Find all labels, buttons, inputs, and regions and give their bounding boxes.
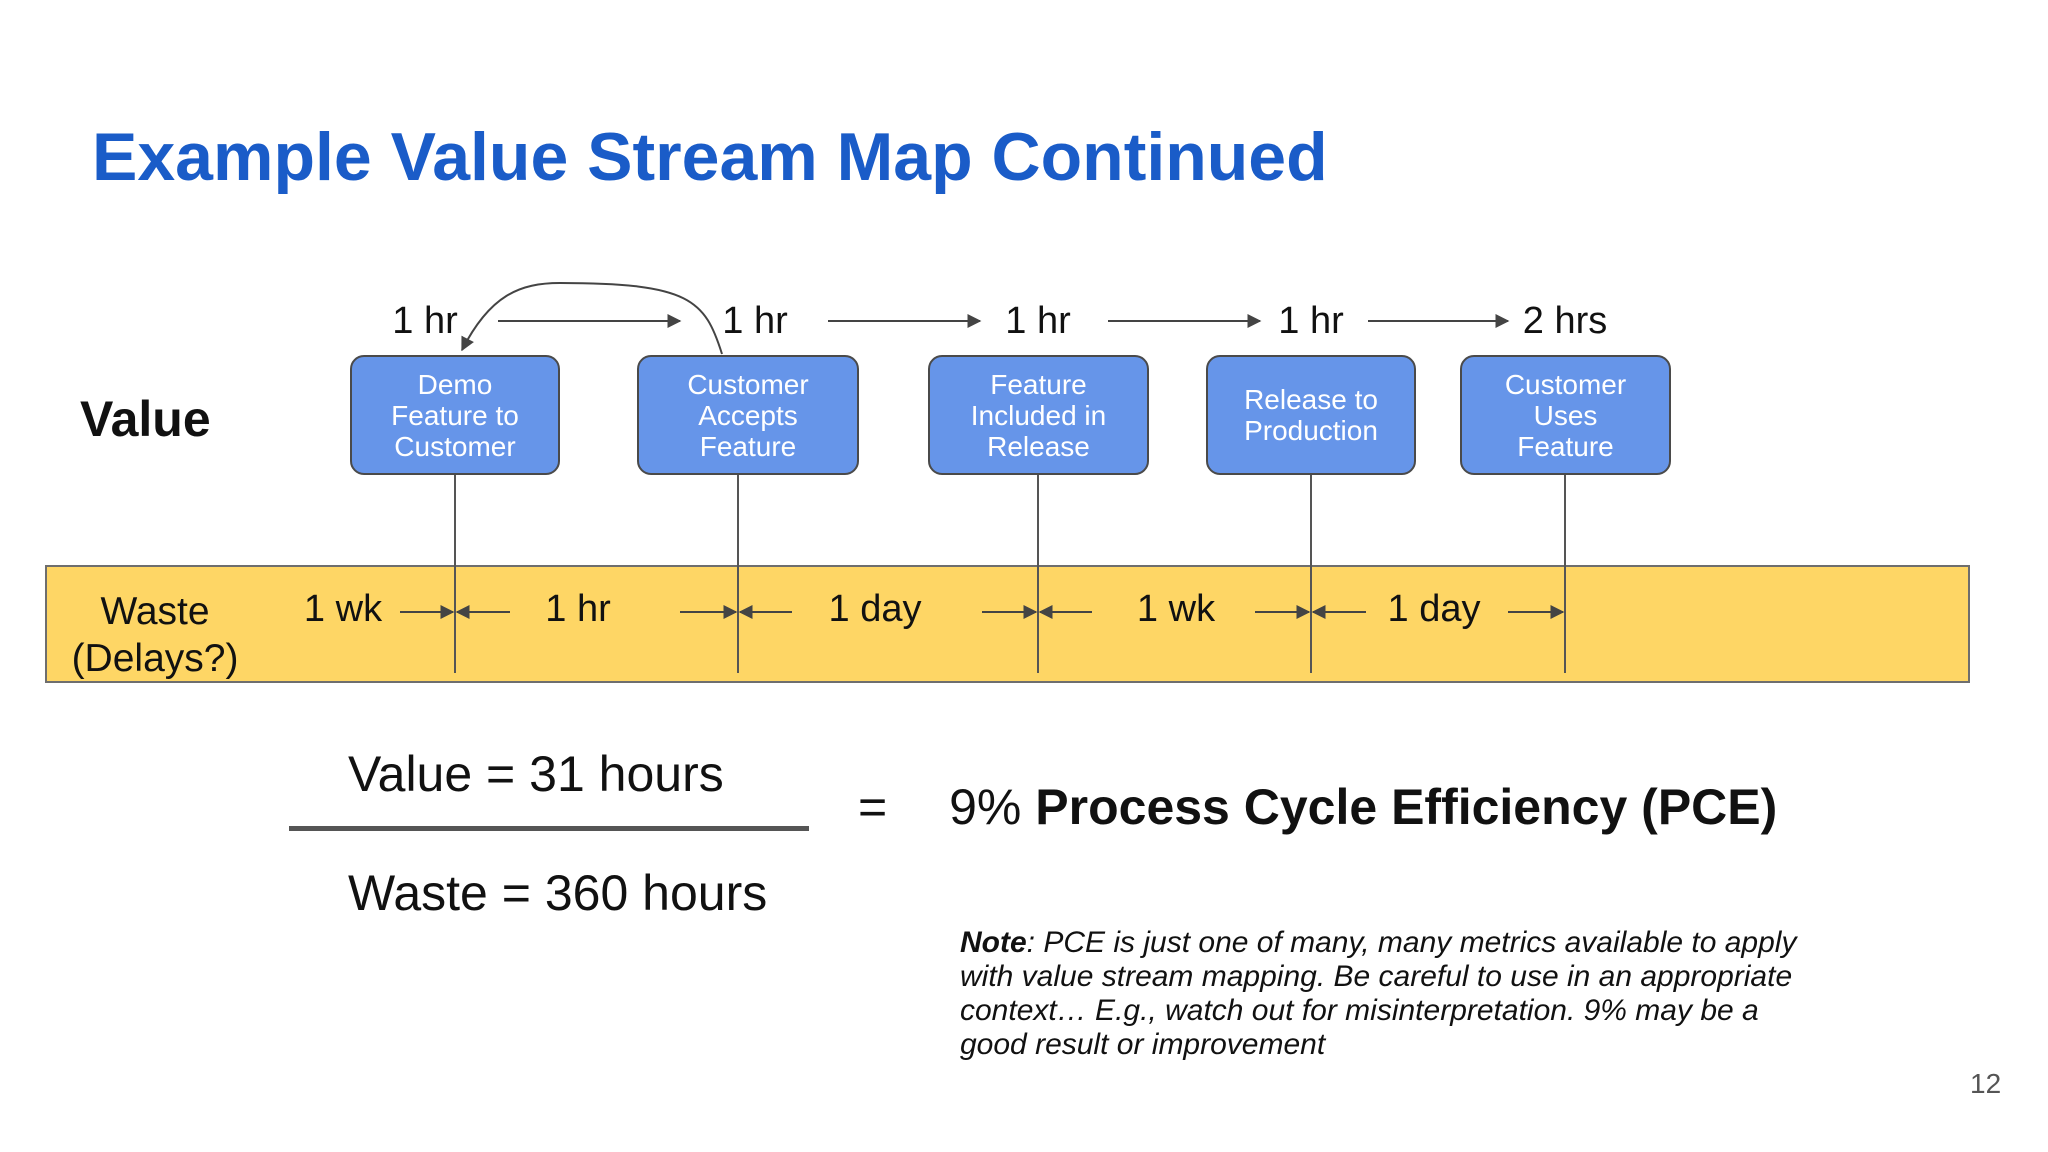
value-time: 2 hrs: [1522, 300, 1608, 342]
process-box-demo-feature: Demo Feature to Customer: [350, 355, 560, 475]
loop-back-arrow: [461, 281, 723, 355]
waste-row-label: Waste (Delays?): [55, 588, 255, 682]
process-box-label: Feature Included in Release: [970, 368, 1107, 462]
fraction-bar: [289, 826, 809, 831]
slide-title: Example Value Stream Map Continued: [92, 119, 1328, 195]
value-numerator: Value = 31 hours: [348, 746, 724, 802]
equals-sign: =: [858, 779, 888, 835]
page-number: 12: [1970, 1068, 2002, 1099]
process-box-feature-included: Feature Included in Release: [928, 355, 1149, 475]
value-row-label: Value: [80, 391, 211, 447]
wait-time: 1 wk: [1136, 588, 1216, 630]
wait-time: 1 day: [1387, 588, 1481, 630]
waste-label-line-1: Waste: [100, 590, 210, 633]
process-box-label: Customer Uses Feature: [1504, 368, 1627, 462]
waste-band: [45, 565, 1970, 683]
value-time: 1 hr: [1278, 300, 1344, 342]
process-box-customer-accepts: Customer Accepts Feature: [637, 355, 859, 475]
wait-time: 1 hr: [545, 588, 611, 630]
wait-time: 1 wk: [303, 588, 383, 630]
process-box-label: Customer Accepts Feature: [687, 368, 809, 462]
process-box-label: Demo Feature to Customer: [391, 368, 519, 462]
note: Note: PCE is just one of many, many metr…: [960, 926, 1830, 1062]
value-time: 1 hr: [722, 300, 788, 342]
pce-result: = 9% Process Cycle Efficiency (PCE): [858, 778, 1777, 836]
waste-label-line-2: (Delays?): [71, 637, 239, 680]
pce-percent: 9%: [949, 779, 1022, 835]
waste-denominator: Waste = 360 hours: [348, 865, 768, 921]
process-box-release: Release to Production: [1206, 355, 1416, 475]
value-time: 1 hr: [392, 300, 458, 342]
note-lead: Note: [960, 926, 1027, 959]
process-box-customer-uses: Customer Uses Feature: [1460, 355, 1671, 475]
note-body: : PCE is just one of many, many metrics …: [960, 926, 1797, 1061]
value-time: 1 hr: [1005, 300, 1071, 342]
pce-label: Process Cycle Efficiency (PCE): [1035, 779, 1778, 835]
process-box-label: Release to Production: [1244, 384, 1378, 446]
wait-time: 1 day: [828, 588, 922, 630]
